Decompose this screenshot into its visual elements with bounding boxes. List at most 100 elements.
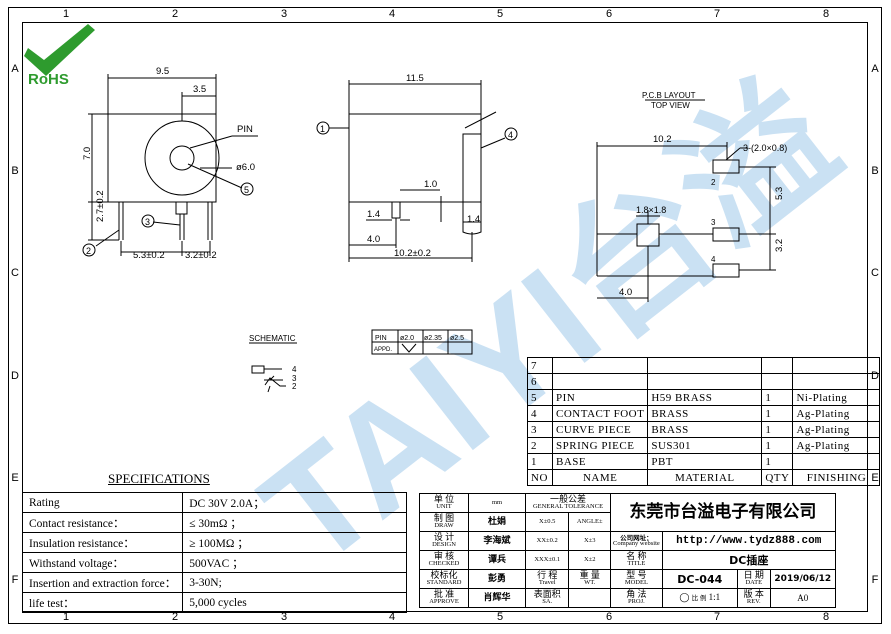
zone-row-label: F: [871, 574, 879, 586]
pin-table-header: ø2.0: [400, 335, 414, 342]
dim-side-bottom: 10.2±0.2: [394, 248, 431, 259]
tb-date: 2019/06/12: [769, 569, 836, 589]
spec-value: 3-30N;: [182, 572, 408, 593]
bom-qty: 1: [761, 389, 794, 406]
bom-qty: 1: [761, 453, 794, 470]
bom-material: [647, 373, 763, 390]
pcb-pin-number: 2: [711, 178, 716, 187]
bom-header: QTY: [761, 469, 794, 486]
front-view-pin-hole: [169, 145, 195, 171]
spec-row: Withstand voltage： 500VAC ；: [21, 552, 408, 573]
dim-front-bottom-right: 3.2±0.2: [185, 250, 217, 261]
bom-no: 6: [527, 373, 553, 390]
bom-row: 6: [527, 373, 881, 390]
bom-row: 4 CONTACT FOOT BRASS 1 Ag-Plating: [527, 405, 881, 422]
bom-name: BASE: [551, 453, 649, 470]
zone-row-label: B: [871, 165, 879, 177]
dim-side-1-0: 1.0: [424, 179, 437, 190]
bom-finishing: Ni-Plating: [792, 389, 881, 406]
bom-row: 7: [527, 357, 881, 374]
tb-tol-x: X±0.5: [524, 512, 570, 532]
bom-table: 7 6 5 PIN H59 BRASS 1 Ni-Plating 4 CONTA…: [527, 357, 881, 486]
dim-pcb-square: 1.8×1.8: [636, 205, 666, 215]
schematic-title: SCHEMATIC: [249, 334, 296, 343]
pin-table-header: ø2.5: [450, 335, 464, 342]
tb-tol-xxx-angle: X±2: [568, 550, 611, 570]
bom-row: 5 PIN H59 BRASS 1 Ni-Plating: [527, 389, 881, 406]
dim-side-4-0: 4.0: [367, 234, 380, 245]
spec-label: life test：: [21, 592, 184, 613]
front-view-body: [107, 113, 217, 203]
zone-col-label: 2: [172, 611, 179, 623]
schematic-pin: 3: [292, 374, 297, 383]
zone-col-label: 4: [389, 611, 396, 623]
bom-header: FINISHING: [792, 469, 881, 486]
pin-table-appd: APPD.: [374, 347, 392, 353]
dim-front-pin-length: 2.7±0.2: [95, 190, 106, 222]
bom-no: 7: [527, 357, 553, 374]
spec-label: Insertion and extraction force：: [21, 572, 184, 593]
zone-col-label: 5: [497, 611, 504, 623]
zone-col-label: 2: [172, 8, 179, 20]
spec-label: Contact resistance：: [21, 512, 184, 533]
zone-row-label: F: [11, 574, 19, 586]
bom-material: [647, 357, 763, 374]
rohs-logo: RoHS: [24, 24, 95, 88]
dim-front-height: 7.0: [82, 147, 93, 160]
spec-row: Rating DC 30V 2.0A；: [21, 492, 408, 513]
rohs-text: RoHS: [28, 71, 69, 88]
tb-product-name: DC插座: [661, 550, 836, 570]
tb-scale-cell: ◯ 比 例 1:1: [661, 588, 738, 608]
spec-row: Insulation resistance： ≥ 100MΩ ；: [21, 532, 408, 553]
zone-col-label: 1: [63, 611, 70, 623]
bom-material: PBT: [647, 453, 763, 470]
bom-qty: 1: [761, 421, 794, 438]
pin-table-header: PIN: [375, 335, 387, 342]
callout-3: 3: [145, 217, 150, 227]
label-pin: PIN: [237, 124, 253, 135]
dim-pcb-5-3: 5.3: [774, 187, 785, 200]
bom-name: [551, 373, 649, 390]
tb-unit-value: mm: [468, 493, 526, 513]
bom-qty: 1: [761, 437, 794, 454]
bom-no: 4: [527, 405, 553, 422]
tb-design-name: 李海斌: [468, 531, 526, 551]
dim-front-offset: 3.5: [193, 84, 206, 95]
zone-col-label: 6: [606, 611, 613, 623]
bom-row: 1 BASE PBT 1: [527, 453, 881, 470]
bom-finishing: Ag-Plating: [792, 437, 881, 454]
bom-row: 2 SPRING PIECE SUS301 1 Ag-Plating: [527, 437, 881, 454]
label-hole-diameter: ø6.0: [236, 162, 255, 173]
zone-row-label: A: [871, 63, 879, 75]
tb-empty: [568, 588, 611, 608]
tb-draw-name: 杜娟: [468, 512, 526, 532]
dim-side-1-4-right: 1.4: [467, 214, 480, 225]
bom-finishing: [792, 357, 881, 374]
bom-header-row: NO NAME MATERIAL QTY FINISHING: [527, 469, 881, 486]
tb-tol-xx-angle: X±3: [568, 531, 611, 551]
spec-row: Contact resistance： ≤ 30mΩ ；: [21, 512, 408, 533]
spec-label: Rating: [21, 492, 184, 513]
bom-name: SPRING PIECE: [551, 437, 649, 454]
front-view-outer-circle: [144, 120, 220, 196]
spec-value: ≥ 100MΩ ；: [182, 532, 408, 553]
dim-front-bottom-left: 5.3±0.2: [133, 250, 165, 261]
tb-tol-xx: XX±0.2: [524, 531, 570, 551]
dim-side-length: 11.5: [406, 73, 424, 84]
tb-website[interactable]: http://www.tydz888.com: [661, 531, 836, 551]
bom-no: 5: [527, 389, 553, 406]
dim-pcb-slots: 3-(2.0×0.8): [743, 143, 787, 153]
specifications-table: Rating DC 30V 2.0A； Contact resistance： …: [21, 492, 408, 613]
pcb-pin-number: 3: [711, 218, 716, 227]
zone-col-label: 7: [714, 8, 721, 20]
spec-label: Withstand voltage：: [21, 552, 184, 573]
zone-col-label: 3: [281, 8, 288, 20]
